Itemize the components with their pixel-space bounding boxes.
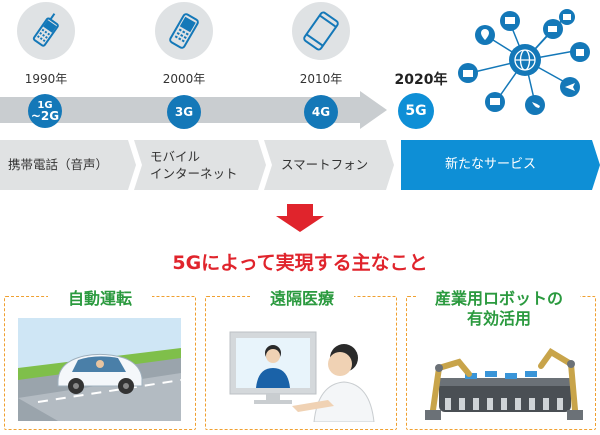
telemedicine-illustration bbox=[229, 331, 375, 422]
gen-label-2g: ~2G bbox=[30, 109, 60, 123]
main-heading: 5Gによって実現する主なこと bbox=[172, 252, 428, 274]
label-smartphone: スマートフォン bbox=[281, 157, 369, 172]
network-hub-icon bbox=[458, 9, 590, 115]
chevron-smartphone bbox=[264, 140, 394, 190]
label-mobile-phone: 携帯電話（音声） bbox=[8, 157, 109, 172]
year-2010: 2010年 bbox=[299, 72, 343, 86]
year-2000: 2000年 bbox=[162, 72, 206, 86]
gen-badge-1g-2g: 1G ~2G bbox=[28, 94, 62, 128]
label-new-service: 新たなサービス bbox=[445, 157, 537, 172]
chevron-mobile-phone bbox=[0, 140, 136, 190]
smartphone-icon bbox=[292, 2, 350, 60]
year-1990: 1990年 bbox=[24, 72, 68, 86]
usecase-title-telemedicine: 遠隔医療 bbox=[250, 285, 354, 309]
usecase-title-robot-1: 産業用ロボットの bbox=[418, 285, 580, 309]
gen-label-4g: 4G bbox=[311, 105, 331, 119]
year-2020: 2020年 bbox=[394, 72, 448, 88]
gen-label-3g: 3G bbox=[174, 105, 194, 119]
down-arrow bbox=[276, 204, 324, 232]
usecase-title-autodrive: 自動運転 bbox=[48, 285, 152, 309]
chevron-new-service bbox=[401, 140, 600, 190]
label-mobile-internet-1: モバイル bbox=[150, 149, 201, 164]
autonomous-car-illustration bbox=[18, 318, 181, 421]
gen-label-1g: 1G bbox=[37, 100, 53, 111]
chevron-mobile-internet bbox=[134, 140, 266, 190]
gen-badge-3g: 3G bbox=[167, 95, 201, 129]
gen-label-5g: 5G bbox=[405, 103, 427, 119]
keypad-phone-icon bbox=[155, 2, 213, 60]
label-mobile-internet-2: インターネット bbox=[150, 166, 238, 181]
industrial-robot-illustration bbox=[425, 348, 583, 420]
usecase-title-robot-2: 有効活用 bbox=[466, 309, 531, 328]
gen-badge-4g: 4G bbox=[304, 95, 338, 129]
gen-badge-5g: 5G bbox=[398, 93, 434, 129]
feature-phone-icon bbox=[17, 2, 75, 60]
